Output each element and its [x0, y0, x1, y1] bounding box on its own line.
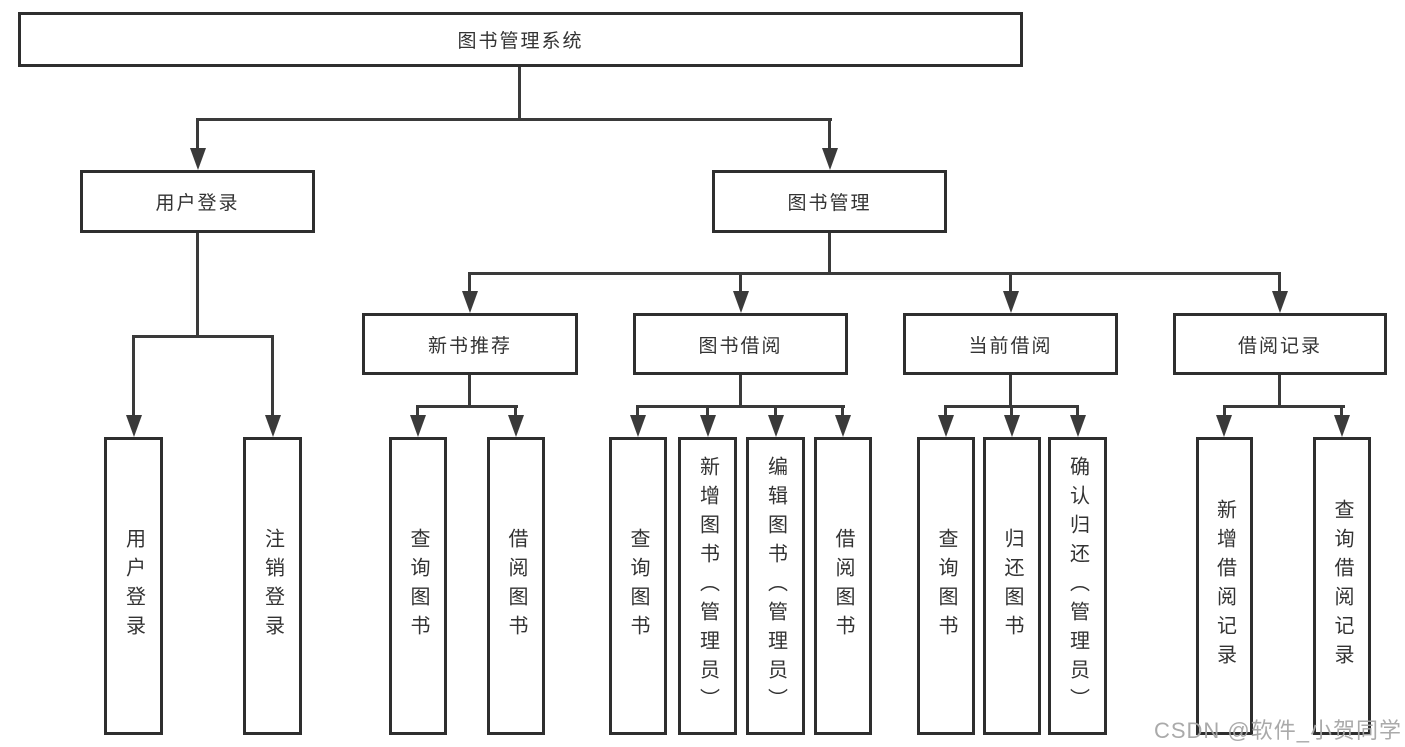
- arrow-down-icon: [462, 291, 478, 313]
- connector-line: [1278, 374, 1281, 408]
- node-label: 确认归还（管理员）: [1066, 455, 1089, 717]
- node-label: 借阅图书: [505, 528, 527, 644]
- arrow-down-icon: [835, 415, 851, 437]
- node-label: 查询图书: [627, 528, 649, 644]
- node-label: 用户登录: [122, 528, 145, 644]
- arrow-down-icon: [508, 415, 524, 437]
- node-new-book-recommendation: 新书推荐: [362, 313, 578, 375]
- connector-line: [518, 67, 521, 121]
- connector-line: [1278, 272, 1281, 294]
- leaf-user-login: 用户登录: [104, 437, 163, 735]
- arrow-down-icon: [630, 415, 646, 437]
- connector-line: [132, 335, 135, 418]
- arrow-down-icon: [1272, 291, 1288, 313]
- leaf-borrow-books: 借阅图书: [814, 437, 872, 735]
- arrow-down-icon: [126, 415, 142, 437]
- arrow-down-icon: [190, 148, 206, 170]
- connector-line: [841, 405, 844, 419]
- arrow-down-icon: [410, 415, 426, 437]
- node-book-borrowing: 图书借阅: [633, 313, 848, 375]
- arrow-down-icon: [733, 291, 749, 313]
- arrow-down-icon: [822, 148, 838, 170]
- leaf-edit-book-admin: 编辑图书（管理员）: [746, 437, 805, 735]
- node-label: 查询图书: [935, 528, 957, 644]
- node-label: 图书借阅: [698, 335, 783, 357]
- connector-line: [196, 118, 199, 151]
- node-label: 新增图书（管理员）: [696, 455, 719, 717]
- arrow-down-icon: [938, 415, 954, 437]
- arrow-down-icon: [768, 415, 784, 437]
- arrow-down-icon: [1003, 291, 1019, 313]
- connector-line: [1340, 405, 1343, 419]
- node-label: 编辑图书（管理员）: [764, 455, 787, 717]
- connector-line: [1009, 374, 1012, 408]
- arrow-down-icon: [1216, 415, 1232, 437]
- connector-line: [468, 272, 1281, 275]
- leaf-add-book-admin: 新增图书（管理员）: [678, 437, 737, 735]
- connector-line: [636, 405, 845, 408]
- leaf-logout: 注销登录: [243, 437, 302, 735]
- node-label: 当前借阅: [968, 335, 1053, 357]
- node-label: 借阅图书: [832, 528, 854, 644]
- connector-line: [1010, 405, 1013, 419]
- node-label: 查询借阅记录: [1331, 499, 1353, 673]
- node-label: 借阅记录: [1237, 335, 1322, 357]
- leaf-query-books-recommend: 查询图书: [389, 437, 447, 735]
- leaf-return-books: 归还图书: [983, 437, 1041, 735]
- node-label: 图书管理: [787, 193, 872, 214]
- connector-line: [739, 272, 742, 294]
- node-label: 注销登录: [261, 528, 284, 644]
- leaf-query-books-borrow: 查询图书: [609, 437, 667, 735]
- connector-line: [468, 272, 471, 294]
- node-user-login: 用户登录: [80, 170, 315, 233]
- watermark: CSDN @软件_小贺同学: [1153, 718, 1402, 743]
- arrow-down-icon: [1334, 415, 1350, 437]
- leaf-confirm-return-admin: 确认归还（管理员）: [1048, 437, 1107, 735]
- connector-line: [636, 405, 639, 419]
- connector-line: [416, 405, 518, 408]
- leaf-query-books-current: 查询图书: [917, 437, 975, 735]
- connector-line: [944, 405, 947, 419]
- node-label: 图书管理系统: [457, 31, 584, 52]
- connector-line: [271, 335, 274, 418]
- node-label: 归还图书: [1001, 528, 1023, 644]
- leaf-add-borrow-record: 新增借阅记录: [1196, 437, 1253, 735]
- leaf-query-borrow-record: 查询借阅记录: [1313, 437, 1371, 735]
- node-library-system: 图书管理系统: [18, 12, 1023, 67]
- connector-line: [1076, 405, 1079, 419]
- node-book-management: 图书管理: [712, 170, 947, 233]
- leaf-borrow-books-recommend: 借阅图书: [487, 437, 545, 735]
- connector-line: [828, 118, 831, 151]
- connector-line: [196, 232, 199, 338]
- connector-line: [514, 405, 517, 419]
- connector-line: [132, 335, 274, 338]
- node-label: 用户登录: [155, 193, 240, 214]
- connector-line: [416, 405, 419, 419]
- arrow-down-icon: [1004, 415, 1020, 437]
- connector-line: [1223, 405, 1345, 408]
- node-label: 新书推荐: [427, 335, 512, 357]
- connector-line: [196, 118, 832, 121]
- connector-line: [706, 405, 709, 419]
- connector-line: [828, 232, 831, 275]
- node-current-borrowing: 当前借阅: [903, 313, 1118, 375]
- node-label: 新增借阅记录: [1213, 499, 1236, 673]
- connector-line: [739, 374, 742, 408]
- connector-line: [1009, 272, 1012, 294]
- arrow-down-icon: [1070, 415, 1086, 437]
- node-label: 查询图书: [407, 528, 429, 644]
- connector-line: [774, 405, 777, 419]
- node-borrowing-records: 借阅记录: [1173, 313, 1387, 375]
- arrow-down-icon: [700, 415, 716, 437]
- connector-line: [1223, 405, 1226, 419]
- connector-line: [468, 374, 471, 408]
- arrow-down-icon: [265, 415, 281, 437]
